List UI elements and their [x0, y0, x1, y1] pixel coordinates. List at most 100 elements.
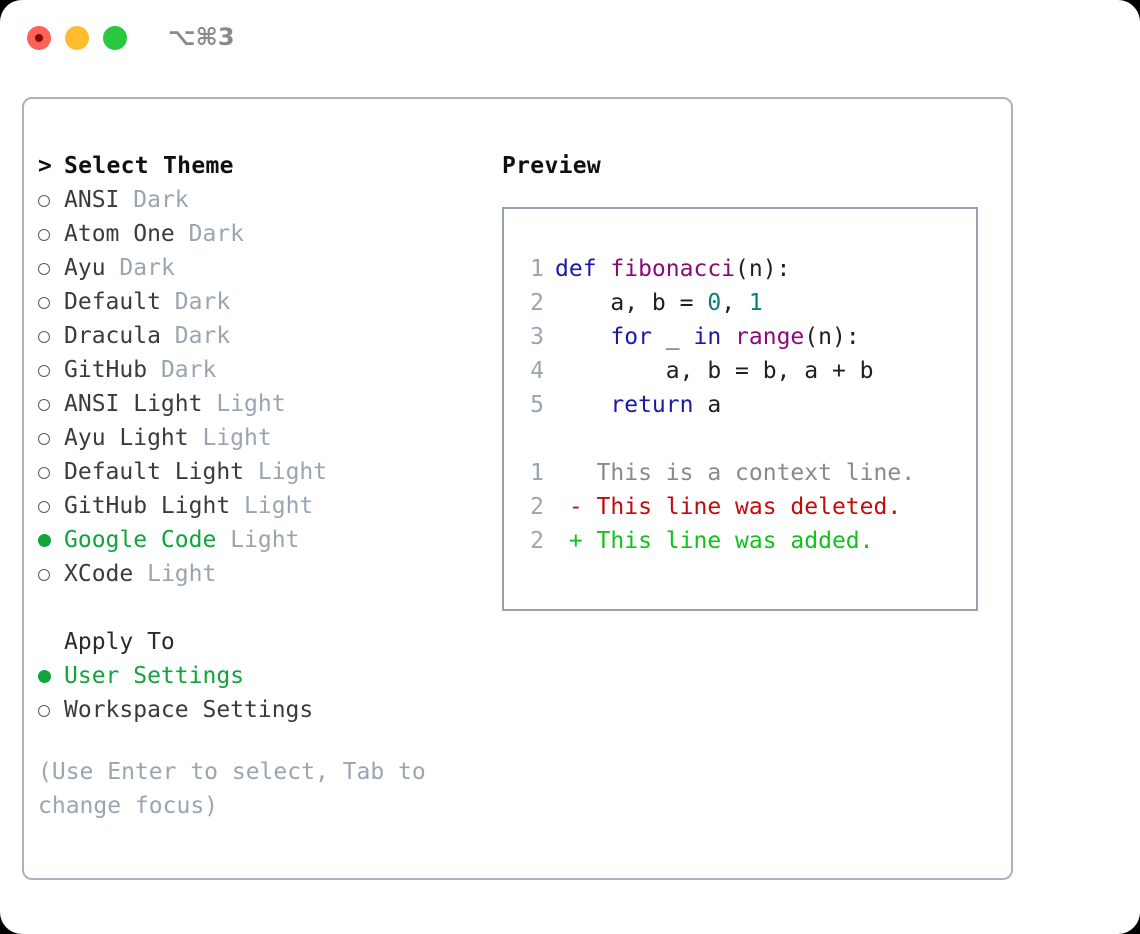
line-number: 1 — [530, 256, 544, 282]
theme-variant-badge: Light — [216, 391, 286, 417]
unselected-radio-icon — [38, 489, 64, 523]
code-token: fibonacci — [610, 256, 736, 282]
theme-name-label: ANSI — [64, 187, 120, 213]
diff-marker — [555, 460, 583, 486]
theme-name-label: Dracula — [64, 323, 161, 349]
select-theme-title: Select Theme — [64, 153, 234, 179]
code-token: in — [693, 324, 722, 350]
diff-text: This is a context line. — [582, 460, 916, 486]
apply-to-option[interactable]: Workspace Settings — [38, 693, 488, 727]
code-token: _ — [651, 324, 694, 350]
theme-list-item[interactable]: ANSI Dark — [38, 183, 488, 217]
theme-variant-badge: Dark — [188, 221, 245, 247]
label-spacer — [230, 489, 244, 523]
label-spacer — [133, 557, 147, 591]
prompt-caret-icon: > — [38, 153, 53, 179]
code-token — [555, 324, 610, 350]
unselected-radio-icon — [38, 353, 64, 387]
label-spacer — [119, 183, 133, 217]
unselected-radio-icon — [38, 693, 64, 727]
keyboard-shortcut-label: ⌥⌘3 — [168, 23, 235, 51]
apply-to-header: o Apply To — [38, 625, 488, 659]
theme-list-item[interactable]: Default Dark — [38, 285, 488, 319]
unselected-radio-icon — [38, 183, 64, 217]
label-spacer — [106, 251, 120, 285]
code-token: (n): — [804, 324, 860, 350]
title-bar: ⌥⌘3 — [0, 0, 1140, 78]
theme-list-item[interactable]: Default Light Light — [38, 455, 488, 489]
unselected-radio-icon — [38, 455, 64, 489]
line-number: 2 — [530, 290, 544, 316]
diff-text: This line was added. — [582, 528, 874, 554]
theme-list-item[interactable]: GitHub Light Light — [38, 489, 488, 523]
label-spacer — [147, 353, 161, 387]
theme-variant-badge: Light — [230, 527, 300, 553]
selected-radio-icon — [38, 523, 64, 557]
code-token — [555, 392, 610, 418]
theme-list-item[interactable]: Google Code Light — [38, 523, 488, 557]
label-spacer — [202, 387, 216, 421]
unselected-radio-icon — [38, 387, 64, 421]
theme-variant-badge: Dark — [174, 323, 231, 349]
line-number: 5 — [530, 392, 544, 418]
keyboard-hint-text: (Use Enter to select, Tab to change focu… — [38, 759, 426, 819]
diff-marker: - — [555, 494, 583, 520]
code-token — [721, 324, 735, 350]
theme-variant-badge: Dark — [160, 357, 217, 383]
label-spacer — [161, 319, 175, 353]
minimize-window-button[interactable] — [65, 26, 89, 50]
theme-name-label: XCode — [64, 561, 134, 587]
unselected-radio-icon — [38, 319, 64, 353]
label-spacer — [161, 285, 175, 319]
theme-list-item[interactable]: Ayu Dark — [38, 251, 488, 285]
theme-name-label: Default Light — [64, 459, 245, 485]
theme-list-item[interactable]: Ayu Light Light — [38, 421, 488, 455]
preview-box: 1 def fibonacci (n): 2 a, b = 0, 1 3 for _ i… — [502, 207, 978, 611]
unselected-radio-icon — [38, 285, 64, 319]
code-token: , — [721, 290, 749, 316]
apply-to-option[interactable]: User Settings — [38, 659, 488, 693]
code-token: a — [693, 392, 722, 418]
code-token: a, b = — [555, 290, 708, 316]
unselected-radio-icon — [38, 251, 64, 285]
diff-marker: + — [555, 528, 583, 554]
close-window-button[interactable] — [27, 26, 51, 50]
theme-name-label: GitHub Light — [64, 493, 231, 519]
theme-name-label: GitHub — [64, 357, 148, 383]
diff-line: 2 - This line was deleted. — [518, 490, 915, 524]
code-token: a, b = b, a + b — [555, 358, 874, 384]
unselected-radio-icon — [38, 421, 64, 455]
theme-list-item[interactable]: Atom One Dark — [38, 217, 488, 251]
theme-name-label: Google Code — [64, 527, 217, 553]
selected-radio-icon — [38, 659, 64, 693]
line-number: 2 — [530, 528, 544, 554]
theme-list-item[interactable]: ANSI Light Light — [38, 387, 488, 421]
line-number: 4 — [530, 358, 544, 384]
section-spacer — [38, 591, 488, 625]
code-line: 4 a, b = b, a + b — [518, 354, 915, 388]
line-number: 1 — [530, 460, 544, 486]
theme-list-item[interactable]: XCode Light — [38, 557, 488, 591]
theme-name-label: Atom One — [64, 221, 175, 247]
code-token: 0 — [707, 290, 722, 316]
theme-list-item[interactable]: Dracula Dark — [38, 319, 488, 353]
code-line: 3 for _ in range(n): — [518, 320, 915, 354]
theme-name-label: Default — [64, 289, 161, 315]
theme-list-item[interactable]: GitHub Dark — [38, 353, 488, 387]
diff-text: This line was deleted. — [582, 494, 902, 520]
code-token: def — [555, 256, 611, 282]
maximize-window-button[interactable] — [103, 26, 127, 50]
label-spacer — [189, 421, 203, 455]
theme-variant-badge: Light — [147, 561, 217, 587]
unselected-radio-icon — [38, 557, 64, 591]
unselected-radio-icon — [38, 217, 64, 251]
label-spacer — [175, 217, 189, 251]
theme-variant-badge: Light — [257, 459, 328, 485]
